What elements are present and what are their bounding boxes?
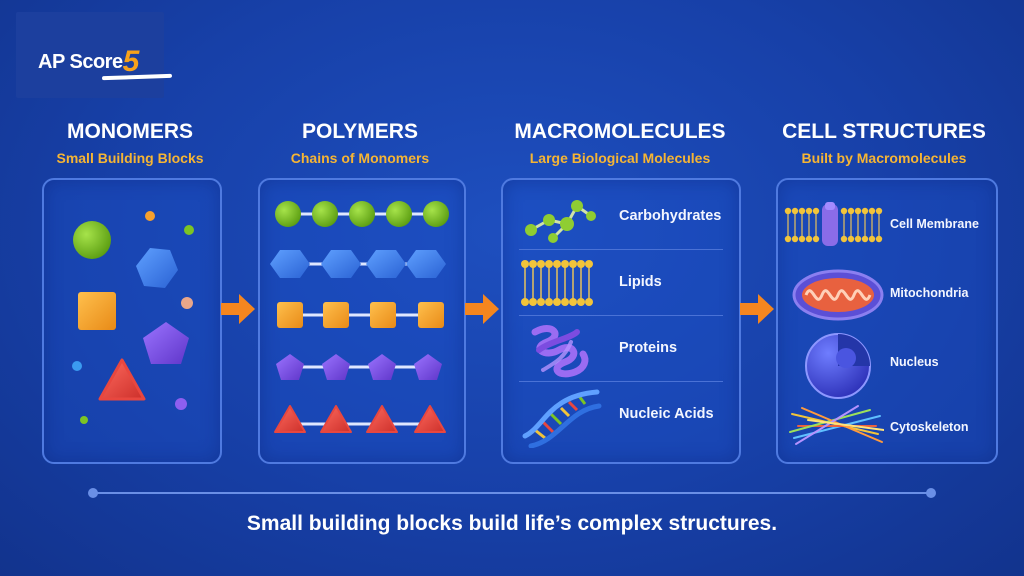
macromolecules-title: MACROMOLECULES	[514, 120, 726, 143]
cytoskeleton-label: Cytoskeleton	[890, 420, 969, 434]
bottom-caption: Small building blocks build life’s compl…	[246, 512, 778, 535]
divider-dot-left	[88, 488, 98, 498]
small-green-dot	[184, 225, 194, 235]
polymers-heading: POLYMERS Chains of Monomers	[260, 120, 460, 166]
red-triangle-polymer	[274, 405, 446, 433]
small-blue-dot	[72, 361, 82, 371]
proteins-label: Proteins	[619, 340, 678, 356]
purple-pentagon-polymer	[276, 354, 442, 380]
monomer-shapes	[72, 211, 194, 424]
cell-structures-panel: Cell Membrane Mitochondria Nucleus Cytos…	[776, 178, 998, 464]
cell-membrane-label: Cell Membrane	[890, 217, 979, 231]
cytoskeleton-icon	[789, 405, 884, 445]
macromolecules-heading: MACROMOLECULES Large Biological Molecule…	[500, 120, 740, 166]
logo-wordmark: AP Score	[38, 51, 123, 73]
monomers-panel	[42, 178, 222, 464]
small-green-dot-2	[80, 416, 88, 424]
cell-membrane-icon	[784, 202, 883, 246]
polymers-title: POLYMERS	[302, 120, 418, 143]
orange-square-monomer	[78, 292, 116, 330]
small-peach-dot	[181, 297, 193, 309]
divider-dot-right	[926, 488, 936, 498]
cell-structures-heading: CELL STRUCTURES Built by Macromolecules	[774, 120, 994, 166]
carbohydrates-label: Carbohydrates	[619, 208, 722, 224]
carbohydrate-icon	[525, 200, 596, 243]
green-circle-monomer	[73, 221, 111, 259]
polymer-chains	[270, 201, 449, 433]
arrow-right-icon	[740, 294, 774, 324]
macro-row-lipids: Lipids	[519, 250, 723, 316]
logo-text: AP Score5	[38, 42, 140, 78]
monomers-subtitle: Small Building Blocks	[56, 150, 204, 166]
nucleic-acids-label: Nucleic Acids	[619, 406, 714, 422]
purple-pentagon-monomer	[143, 322, 189, 364]
logo: AP Score5	[16, 12, 173, 98]
macromolecules-subtitle: Large Biological Molecules	[529, 150, 711, 166]
monomers-heading: MONOMERS Small Building Blocks	[30, 120, 230, 166]
blue-hexagon-polymer	[270, 250, 446, 278]
polymers-subtitle: Chains of Monomers	[290, 150, 430, 166]
small-orange-dot	[145, 211, 155, 221]
small-purple-dot	[175, 398, 187, 410]
mitochondria-label: Mitochondria	[890, 286, 969, 300]
blue-hexagon-monomer	[136, 248, 178, 288]
macro-row-proteins: Proteins	[519, 316, 723, 382]
macromolecules-panel: Carbohydrates Lipids Proteins	[501, 178, 741, 464]
dna-icon	[522, 389, 602, 448]
arrow-right-icon	[221, 294, 255, 324]
green-circle-polymer	[275, 201, 449, 227]
bottom-divider	[92, 492, 932, 494]
red-triangle-monomer	[98, 358, 146, 401]
protein-icon	[531, 325, 589, 378]
mitochondria-icon	[792, 269, 884, 321]
cell-structures-title: CELL STRUCTURES	[782, 120, 986, 143]
arrow-right-icon	[465, 294, 499, 324]
nucleus-label: Nucleus	[890, 355, 939, 369]
orange-square-polymer	[277, 302, 444, 328]
nucleus-icon	[805, 333, 871, 399]
macro-row-carbohydrates: Carbohydrates	[519, 184, 723, 250]
polymers-panel	[258, 178, 466, 464]
macro-row-nucleic-acids: Nucleic Acids	[519, 382, 723, 448]
monomers-title: MONOMERS	[67, 120, 193, 143]
lipids-label: Lipids	[619, 274, 662, 290]
cell-structures-subtitle: Built by Macromolecules	[801, 150, 967, 166]
logo-number: 5	[122, 45, 140, 78]
lipid-icon	[521, 260, 593, 306]
